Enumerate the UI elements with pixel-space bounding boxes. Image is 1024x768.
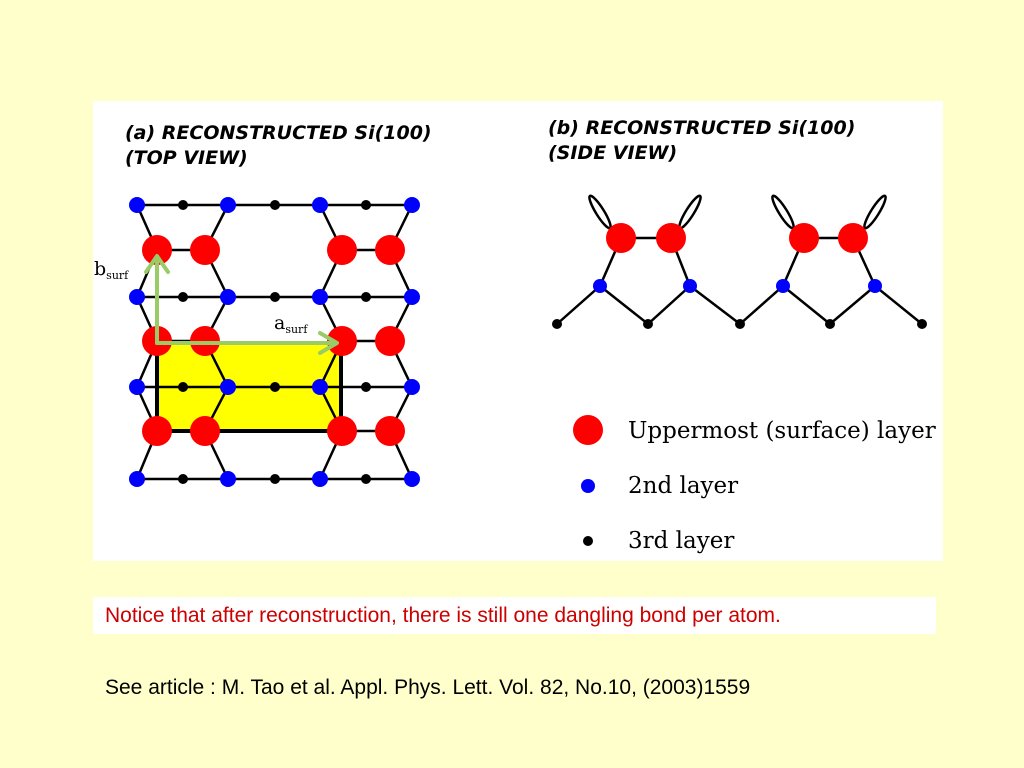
side-view-title-line1: (b) RECONSTRUCTED Si(100) — [548, 117, 855, 139]
top-view-title-line2: (TOP VIEW) — [125, 147, 248, 169]
legend-third-layer-marker — [583, 536, 593, 546]
side-view-structure — [552, 194, 927, 329]
reference-citation: See article : M. Tao et al. Appl. Phys. … — [105, 676, 751, 699]
legend-surface-marker — [573, 415, 603, 445]
legend-third-layer-label: 3rd layer — [628, 528, 734, 554]
legend-second-layer-marker — [581, 479, 595, 493]
legend-surface-label: Uppermost (surface) layer — [628, 418, 936, 444]
top-view-title-line1: (a) RECONSTRUCTED Si(100) — [125, 122, 432, 144]
notice-text: Notice that after reconstruction, there … — [93, 597, 936, 634]
vector-b-label: bsurf — [94, 258, 129, 282]
figure-canvas: (a) RECONSTRUCTED Si(100) (TOP VIEW) (b)… — [94, 117, 936, 554]
side-view-title-line2: (SIDE VIEW) — [548, 142, 677, 164]
legend: Uppermost (surface) layer 2nd layer 3rd … — [573, 415, 936, 554]
silicon-reconstruction-figure: (a) RECONSTRUCTED Si(100) (TOP VIEW) (b)… — [93, 101, 943, 561]
top-view-lattice: bsurf asurf — [94, 197, 420, 487]
vector-a-label: asurf — [274, 312, 308, 336]
legend-second-layer-label: 2nd layer — [628, 473, 738, 499]
